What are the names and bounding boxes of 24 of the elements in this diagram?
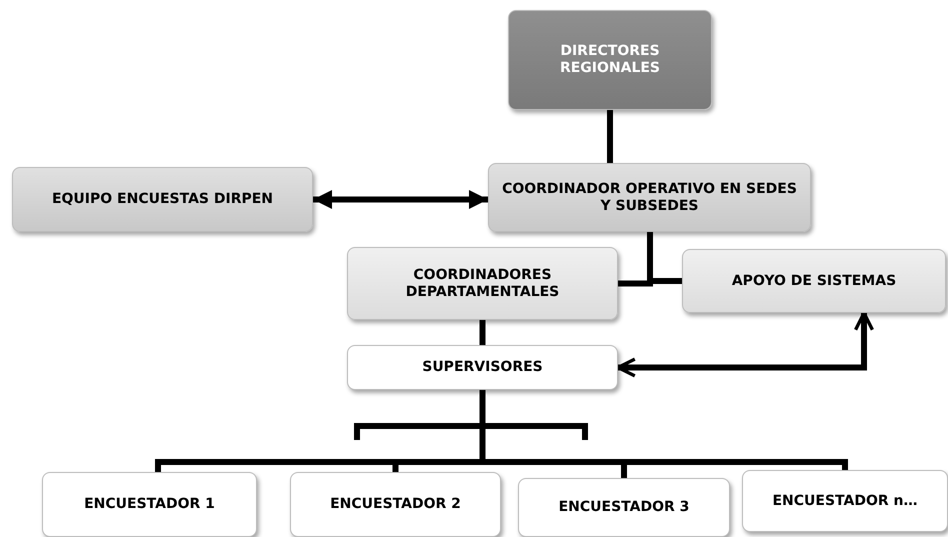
org-box [518,478,730,537]
box-label: COORDINADORES DEPARTAMENTALES [404,266,560,300]
org-box [488,163,811,232]
box-label: ENCUESTADOR 1 [83,496,216,513]
box-label: ENCUESTADOR 2 [329,496,462,513]
org-box [347,345,618,390]
org-box [290,472,501,537]
org-box [508,10,712,110]
org-box [42,472,257,537]
org-box [347,247,618,320]
box-label: APOYO DE SISTEMAS [730,272,898,290]
double-arrow [616,311,874,378]
org-box [12,167,313,232]
box-label: DIRECTORES REGIONALES [558,43,662,77]
org-box [742,470,948,532]
box-label: SUPERVISORES [421,359,544,376]
connector-line [607,110,613,163]
connector-line [480,320,486,345]
double-arrow [313,190,488,210]
box-label: ENCUESTADOR n… [771,492,918,510]
box-label: ENCUESTADOR 3 [558,499,690,516]
box-label: EQUIPO ENCUESTAS DIRPEN [50,191,274,208]
org-box [682,249,946,313]
box-label: COORDINADOR OPERATIVO EN SEDES Y SUBSEDES [501,180,798,214]
